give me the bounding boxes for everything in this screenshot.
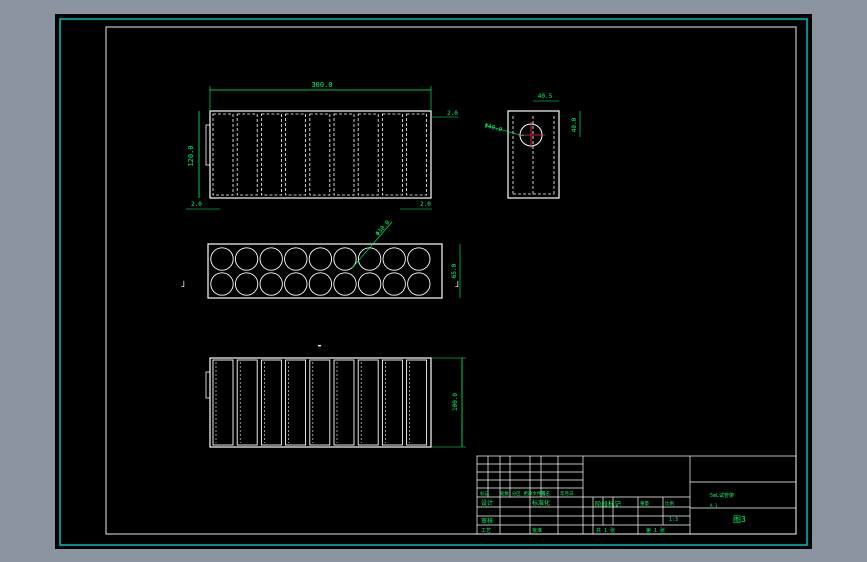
tube-hole [284,247,308,271]
title-block-text: 标记 处数 分区 更改文件号 签名 年月日 设计 标准化 审核 工艺 批准 阶段… [480,490,746,534]
front-slot [285,113,307,196]
front-slot [212,113,234,196]
front-slots [212,113,428,196]
tb-review: 审核 [481,517,493,525]
tb-sheet-no: 第 1 张 [646,527,665,534]
front-slot [381,113,403,196]
tube-hole [357,272,382,296]
tube-hole [407,247,431,271]
front-slot [333,113,355,196]
section-outline [209,357,432,448]
front-view: 300.0 120.0 2.0 2.0 2.0 [186,81,458,210]
section-view: ▬ 100.0 [205,343,466,448]
tb-sign-label: 签名 [541,490,550,497]
tube-hole [259,272,283,296]
tb-scale-label: 比例 [665,500,674,507]
tube-hole [210,247,234,271]
front-slot [236,113,258,196]
tube-hole [333,247,357,271]
section-handle [205,371,211,399]
hole-leader [487,125,525,137]
section-height-text: 100.0 [452,393,459,411]
tube-hole [259,247,283,271]
title-block-frame [476,455,797,535]
section-slot [285,359,307,446]
tb-designer: 设计 [481,499,493,507]
front-slot [406,113,428,196]
top-outline [207,243,443,299]
section-slot [260,359,282,446]
section-slot [357,359,379,446]
side-width-text: 40.5 [538,93,553,100]
tube-hole [407,272,431,296]
left-offset-text: 2.0 [191,201,202,208]
section-view-mark: ▬ [318,343,321,349]
top-diameter-leader [351,221,393,269]
tb-scale-value: 1:3 [669,517,678,523]
tube-hole [234,272,259,296]
drawing-sheet [55,14,812,549]
section-mark-right: 」 [455,279,464,289]
front-slot [309,113,331,196]
top-width-text: 65.0 [451,263,458,278]
tube-hole [308,247,333,271]
title-block [476,455,797,535]
tube-hole [333,272,357,296]
tube-hole [234,247,259,271]
tube-hole [382,247,406,271]
section-slot [309,359,331,446]
tube-hole [284,272,308,296]
inner-border [105,26,797,535]
tb-date-label: 年月日 [560,490,574,497]
tb-stage-label: 阶段标记 [595,499,622,508]
height-dim-text: 120.0 [187,145,195,166]
tb-weight-label: 重量 [640,500,649,507]
section-slot [236,359,258,446]
front-slot [260,113,282,196]
tube-hole [210,272,234,296]
tb-standard: 标准化 [532,499,550,507]
side-outline [507,110,560,199]
length-dim-text: 300.0 [311,81,332,89]
front-slot [357,113,379,196]
side-height-text: 40.0 [571,117,578,132]
tb-change-label: 处数 分区 更改文件号 [500,490,546,497]
hole-dim-text: Φ40.0 [483,122,503,134]
tb-part-text: A-1 [710,503,718,508]
tube-hole [308,272,333,296]
top-holes [210,247,431,296]
side-view: 40.5 Φ40.0 40.0 [483,93,581,199]
section-mark-left: 」 [181,279,190,289]
top-offset-text: 2.0 [447,110,458,117]
right-offset-text: 2.0 [420,201,431,208]
front-handle [205,124,211,166]
outer-frame [59,18,808,546]
tb-sheet-total: 共 1 张 [596,527,615,534]
tb-craft: 工艺 [481,528,491,534]
section-slot [212,359,234,446]
tube-hole [382,272,406,296]
tb-mark-label: 标记 [480,490,489,497]
tb-approve: 批准 [532,527,542,534]
section-slot [406,359,428,446]
section-slot [381,359,403,446]
section-slot [333,359,355,446]
tb-material-text: 5mL试管架 [710,492,734,499]
tb-drawing-no: 图3 [733,515,746,524]
section-slots [212,359,428,446]
